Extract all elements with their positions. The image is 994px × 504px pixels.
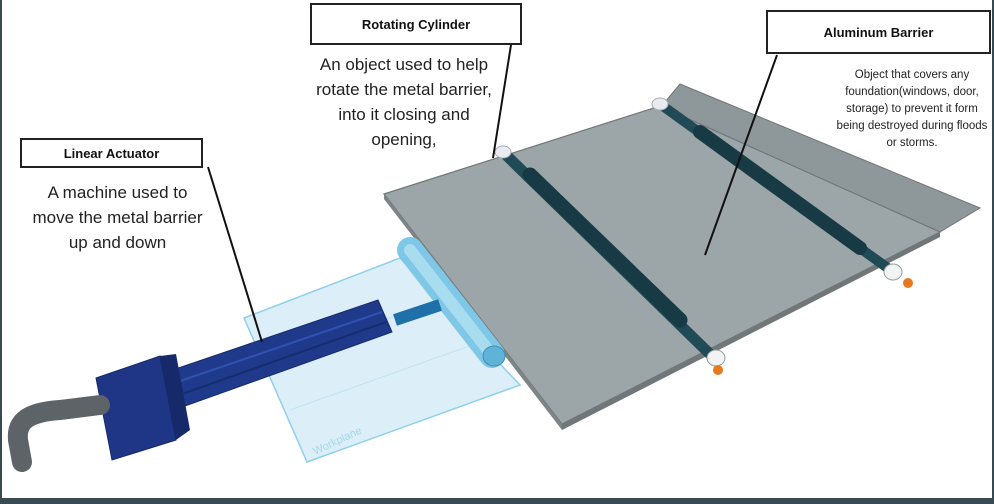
linear-actuator-body [7, 299, 442, 472]
rotating-cylinder-description: An object used to help rotate the metal … [316, 55, 492, 149]
leader-lines [207, 44, 778, 343]
end-cap-icon [903, 278, 913, 288]
rotating-cylinder-front [494, 145, 726, 375]
aluminum-barrier-description: Object that covers any foundation(window… [836, 69, 988, 149]
aluminum-barrier-label: Aluminum Barrier [766, 10, 991, 54]
linear-actuator-label: Linear Actuator [20, 138, 203, 168]
rotating-cylinder-label: Rotating Cylinder [310, 3, 522, 45]
end-cap-icon [713, 365, 723, 375]
rotating-cylinder-back [651, 97, 913, 288]
actuator-roller [397, 237, 506, 368]
linear-actuator-description: A machine used to move the metal barrier… [32, 183, 203, 252]
